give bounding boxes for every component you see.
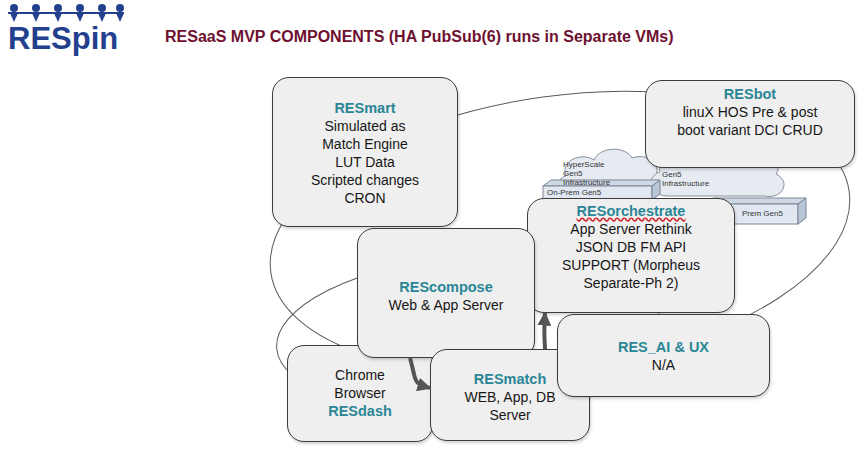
component-detail: Chrome Browser	[325, 366, 395, 402]
component-detail: App Server Rethink JSON DB FM API SUPPOR…	[556, 220, 706, 292]
component-box: RES_AI & UXN/A	[557, 314, 770, 397]
component-title: REScompose	[399, 278, 492, 296]
component-detail: WEB, App, DB Server	[455, 388, 565, 424]
logo-text: RESpin	[8, 22, 118, 56]
component-title: RESdash	[328, 402, 392, 420]
component-title: RES_AI & UX	[618, 338, 709, 356]
component-title: RESbot	[724, 85, 776, 103]
component-title: RESmatch	[474, 370, 547, 388]
component-box: RESmartSimulated as Match Engine LUT Dat…	[272, 77, 458, 227]
logo-icons	[8, 4, 124, 22]
diagram-title: RESaaS MVP COMPONENTS (HA PubSub(6) runs…	[165, 28, 674, 46]
component-box: REScomposeWeb & App Server	[357, 228, 535, 358]
component-detail: linuX HOS Pre & post boot variant DCI CR…	[675, 103, 825, 139]
component-detail: N/A	[652, 356, 675, 374]
flow-arrow	[542, 313, 547, 349]
orbit-ellipses	[252, 57, 866, 425]
component-title: RESmart	[334, 99, 395, 117]
component-detail: Simulated as Match Engine LUT Data Scrip…	[309, 117, 421, 207]
cloud-label: HyperScale Gen5 Infrastructure	[563, 160, 615, 187]
server-label: On-Prem Gen5	[547, 188, 601, 197]
component-title: RESorchestrate	[577, 202, 686, 220]
component-box: RESorchestrateApp Server Rethink JSON DB…	[527, 198, 735, 313]
component-box: RESbotlinuX HOS Pre & post boot variant …	[645, 80, 855, 168]
component-detail: Web & App Server	[389, 296, 504, 314]
component-box: Chrome BrowserRESdash	[287, 345, 433, 442]
cloud-label: Gen5 Infrastructure	[662, 170, 714, 188]
server-label: Prem Gen5	[742, 209, 783, 218]
